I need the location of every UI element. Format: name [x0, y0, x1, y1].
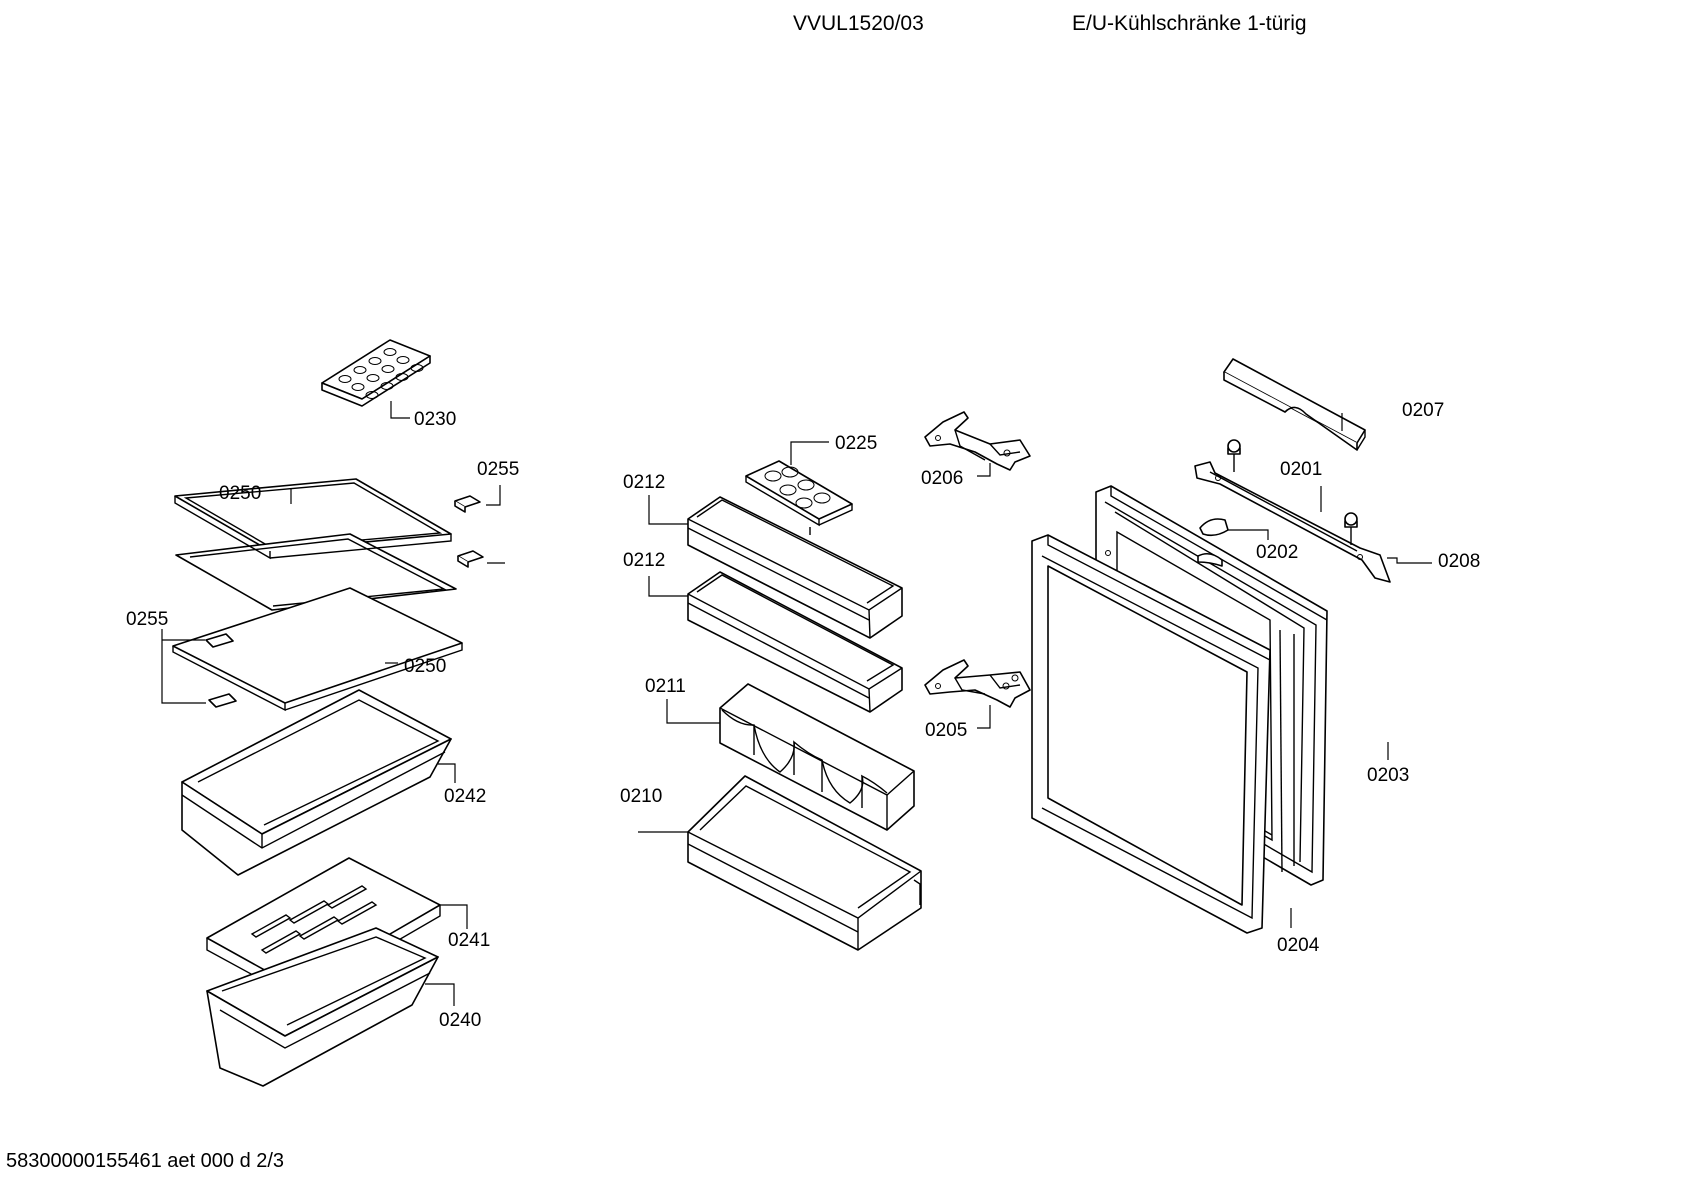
- label-0242: 0242: [444, 786, 486, 807]
- label-0250-upper: 0250: [219, 483, 261, 504]
- label-0212-lower: 0212: [623, 550, 665, 571]
- part-0205-lower-hinge: [924, 659, 1031, 708]
- product-description: E/U-Kühlschränke 1-türig: [1072, 12, 1307, 35]
- label-0207: 0207: [1402, 400, 1444, 421]
- label-0211: 0211: [645, 676, 686, 697]
- label-0250-lower: 0250: [404, 656, 446, 677]
- part-0202-cap: [1199, 518, 1229, 537]
- label-0241: 0241: [448, 930, 490, 951]
- label-0255-upper: 0255: [477, 459, 519, 480]
- footer-document-id: 58300000155461 aet 000 d 2/3: [6, 1150, 285, 1172]
- label-0205: 0205: [925, 720, 967, 741]
- part-0255-clip-upper: [454, 495, 484, 568]
- label-0206: 0206: [921, 468, 963, 489]
- label-0202: 0202: [1256, 542, 1298, 563]
- model-number: VVUL1520/03: [793, 12, 924, 35]
- part-0242-crisper: [181, 689, 452, 876]
- part-0230-ice-tray: [321, 339, 431, 407]
- part-0207-top-cover: [1223, 358, 1366, 451]
- label-0240: 0240: [439, 1010, 481, 1031]
- part-0240-bin: [206, 927, 439, 1087]
- label-0203: 0203: [1367, 765, 1409, 786]
- label-0225: 0225: [835, 433, 877, 454]
- label-0255-lower: 0255: [126, 609, 168, 630]
- part-0250-upper-shelf: [174, 478, 457, 611]
- part-0204-gasket-frame: [1031, 534, 1271, 934]
- part-0212-door-shelf-upper: [687, 496, 903, 639]
- label-0210: 0210: [620, 786, 662, 807]
- label-0208: 0208: [1438, 551, 1480, 572]
- label-0230: 0230: [414, 409, 456, 430]
- part-0211-bottle-holder: [719, 683, 915, 831]
- part-0210-door-bin: [687, 775, 922, 951]
- label-0212-upper: 0212: [623, 472, 665, 493]
- part-0225-egg-tray: [745, 460, 853, 535]
- label-0201: 0201: [1280, 459, 1322, 480]
- label-0204: 0204: [1277, 935, 1320, 956]
- part-0206-upper-hinge: [924, 411, 1031, 471]
- part-0201-bracket: [1194, 439, 1391, 583]
- part-0250-lower-shelf: [172, 587, 463, 712]
- part-0212-door-shelf-lower: [687, 571, 903, 713]
